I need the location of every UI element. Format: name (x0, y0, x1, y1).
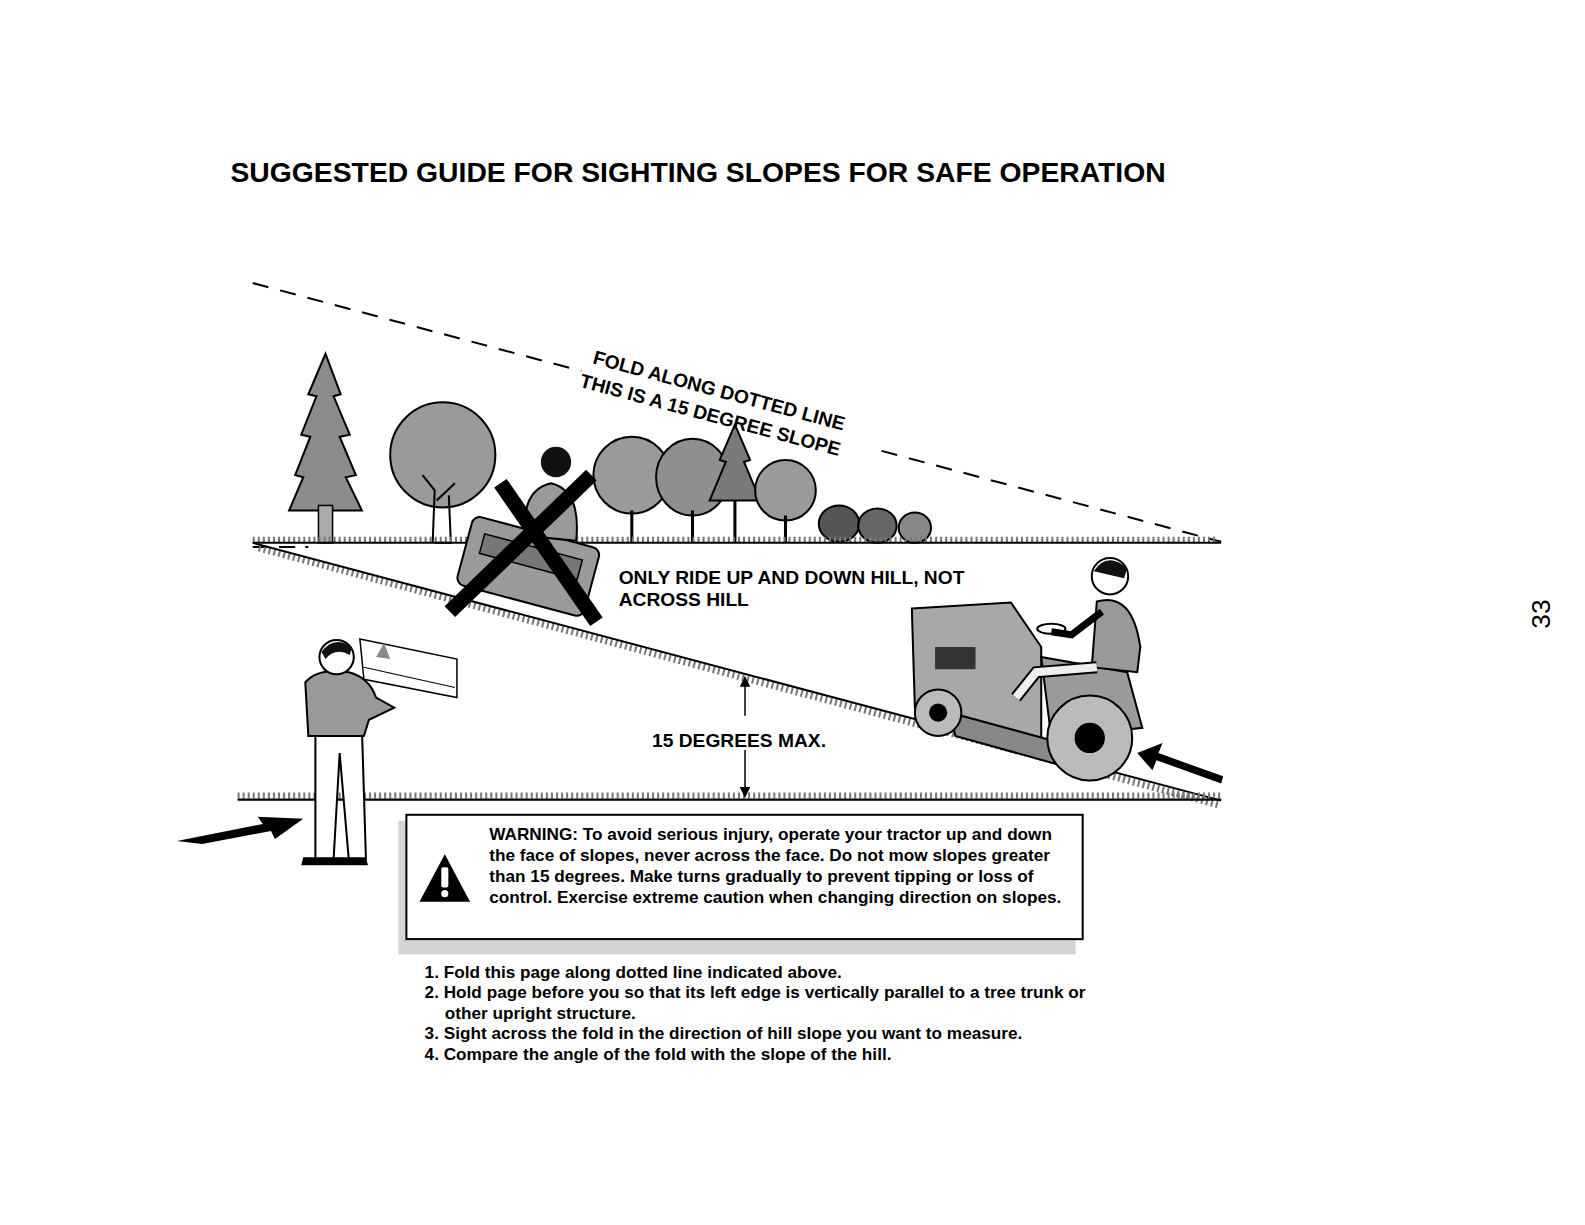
page-tree (376, 643, 390, 659)
warning-mark (441, 867, 448, 887)
tree-trunk (733, 500, 736, 542)
riding-note: ONLY RIDE UP AND DOWN HILL, NOT ACROSS H… (619, 567, 975, 609)
tractor-grille (935, 647, 975, 669)
slope-line (253, 543, 1221, 801)
page-number: 33 (1525, 600, 1556, 629)
page-title: SUGGESTED GUIDE FOR SIGHTING SLOPES FOR … (230, 157, 1165, 189)
instruction-step: 4. Compare the angle of the fold with th… (425, 1045, 1112, 1066)
person-legs (315, 728, 366, 859)
grass (238, 793, 1222, 799)
front-wheel (915, 689, 962, 736)
dimension-arrow (744, 677, 746, 715)
page-slope (364, 667, 455, 687)
warning-triangle (420, 854, 471, 902)
ground-line (238, 799, 1222, 801)
operator-head (541, 447, 571, 477)
direction-arrow (177, 817, 303, 844)
wheel-hub (929, 704, 947, 722)
bush (819, 505, 859, 541)
grass (259, 548, 1218, 805)
max-angle-label: 15 DEGREES MAX. (652, 730, 826, 752)
person-head (319, 640, 353, 674)
driver-head (1092, 558, 1128, 594)
round-tree (755, 460, 816, 521)
direction-arrow (1137, 743, 1223, 783)
driver-hair (1094, 560, 1127, 578)
warning-mark (441, 890, 448, 897)
cross-out (450, 475, 592, 611)
fold-line (253, 283, 582, 371)
round-tree (390, 402, 495, 507)
round-tree (656, 439, 729, 516)
tree-trunk (423, 475, 455, 543)
driver-leg (1016, 667, 1097, 697)
person-hair (321, 642, 351, 659)
driver-leg (1016, 667, 1097, 697)
steering-wheel (1037, 624, 1065, 634)
ground-line (253, 542, 1221, 544)
dimension-arrow (744, 750, 746, 797)
box-fill (405, 814, 1083, 940)
wheel-hub (1075, 723, 1105, 753)
warning-box: WARNING: To avoid serious injury, operat… (405, 814, 1083, 940)
instruction-step: 1. Fold this page along dotted line indi… (425, 962, 1112, 983)
rear-wheel (1047, 695, 1132, 780)
person-feet (301, 857, 368, 865)
folded-page (360, 639, 457, 698)
tractor-up-hill (912, 558, 1142, 780)
warning-text: WARNING: To avoid serious injury, operat… (489, 825, 1067, 908)
conifer-tree (289, 354, 362, 511)
instruction-step: 2. Hold page before you so that its left… (425, 983, 1114, 1024)
driver-arm (1051, 612, 1102, 635)
fold-line (882, 451, 1222, 542)
instruction-step: 3. Sight across the fold in the directio… (425, 1024, 1112, 1045)
